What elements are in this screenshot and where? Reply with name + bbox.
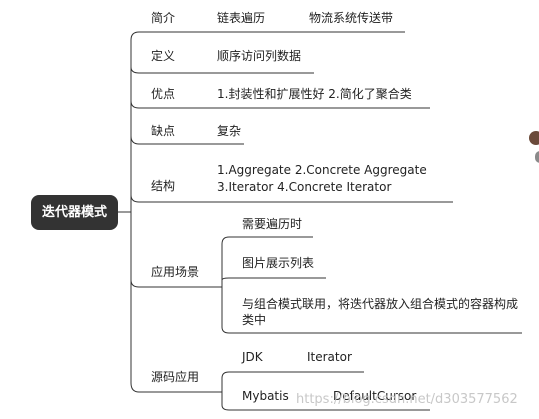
- leaf-jdk[interactable]: JDK: [242, 350, 263, 364]
- branch-use-cases[interactable]: 应用场景: [151, 265, 200, 279]
- branch-intro[interactable]: 简介: [151, 11, 176, 25]
- leaf-linked-list[interactable]: 链表遍历: [217, 11, 266, 25]
- branch-definition[interactable]: 定义: [151, 49, 176, 63]
- side-avatar-icon[interactable]: [529, 131, 539, 145]
- leaf-default-cursor[interactable]: DefaultCursor: [333, 389, 417, 403]
- side-dot-icon: [535, 151, 539, 163]
- root-node[interactable]: 迭代器模式: [31, 195, 118, 230]
- watermark: https://blog.csdn.net/d303577562: [296, 392, 518, 407]
- leaf-conveyor[interactable]: 物流系统传送带: [309, 11, 394, 25]
- leaf-sequential-access[interactable]: 顺序访问列数据: [217, 49, 302, 63]
- branch-source-code[interactable]: 源码应用: [151, 370, 200, 384]
- leaf-structure-line1[interactable]: 1.Aggregate 2.Concrete Aggregate: [217, 163, 427, 177]
- branch-advantages[interactable]: 优点: [151, 87, 176, 101]
- leaf-iterator[interactable]: Iterator: [307, 350, 352, 364]
- leaf-advantages-text[interactable]: 1.封装性和扩展性好 2.简化了聚合类: [217, 87, 412, 101]
- leaf-mybatis[interactable]: Mybatis: [242, 389, 289, 403]
- leaf-complex[interactable]: 复杂: [217, 124, 242, 138]
- branch-structure[interactable]: 结构: [151, 179, 176, 193]
- leaf-need-traversal[interactable]: 需要遍历时: [242, 217, 303, 231]
- branch-disadvantages[interactable]: 缺点: [151, 124, 176, 138]
- leaf-composite-usage[interactable]: 与组合模式联用，将迭代器放入组合模式的容器构成类中: [242, 297, 519, 327]
- leaf-structure-line2[interactable]: 3.Iterator 4.Concrete Iterator: [217, 180, 392, 194]
- leaf-image-list[interactable]: 图片展示列表: [242, 256, 315, 270]
